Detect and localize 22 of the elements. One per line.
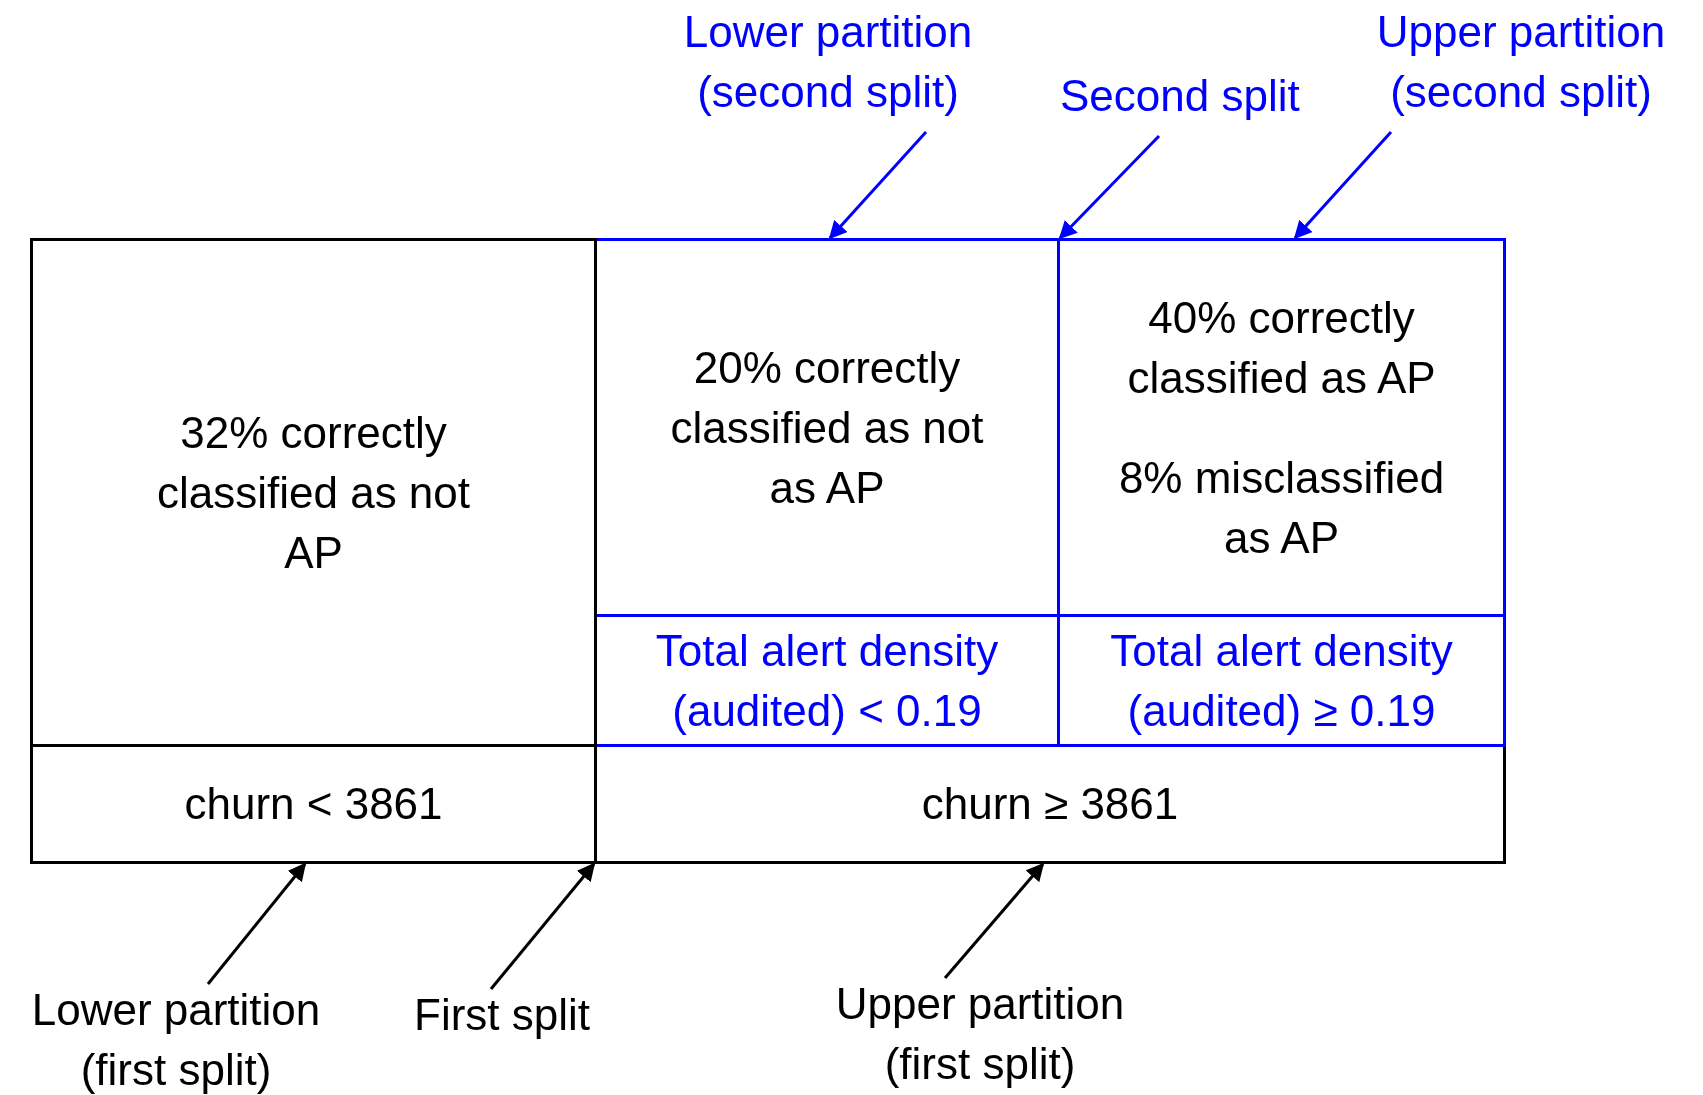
- partition-cell: [1057, 614, 1506, 747]
- leader-arrow: [489, 862, 596, 990]
- cell-text: churn < 3861: [184, 778, 443, 830]
- annotation-label: First split: [414, 985, 590, 1045]
- cell-text: 40% correctly classified as AP: [1126, 291, 1437, 404]
- annotation-label: Upper partition (second split): [1341, 2, 1701, 122]
- cell-text: Total alert density (audited) ≥ 0.19: [1109, 624, 1454, 737]
- cell-text: 20% correctly classified as not as AP: [669, 341, 985, 514]
- cell-text: 8% misclassified as AP: [1117, 451, 1446, 564]
- cell-text: Total alert density (audited) < 0.19: [654, 624, 1000, 737]
- annotation-label: Lower partition (first split): [0, 980, 356, 1095]
- cell-text: churn ≥ 3861: [921, 778, 1179, 830]
- annotation-label: Upper partition (first split): [800, 974, 1160, 1094]
- leader-arrow: [206, 862, 307, 985]
- leader-arrow: [1058, 134, 1161, 240]
- partition-cell: [30, 744, 597, 864]
- leader-arrow: [943, 862, 1045, 979]
- leader-arrow: [1293, 131, 1393, 240]
- cell-text: 32% correctly classified as not AP: [155, 406, 472, 579]
- annotation-label: Second split: [1060, 66, 1300, 126]
- leader-arrow: [828, 131, 928, 240]
- annotation-label: Lower partition (second split): [648, 2, 1008, 122]
